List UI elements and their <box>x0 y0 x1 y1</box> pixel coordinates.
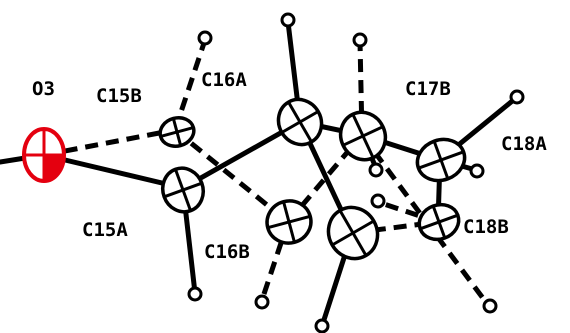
atom-c16a <box>276 97 324 147</box>
bond-o3-c15b <box>43 127 176 158</box>
atom-center <box>326 205 380 261</box>
bond-c17b-h-top <box>357 41 365 136</box>
atom-c18b <box>417 202 461 242</box>
label-c18b: C18B <box>463 216 509 238</box>
atom-c15a <box>161 166 205 214</box>
hydrogen-atom <box>482 298 498 314</box>
atom-c15b <box>158 116 196 148</box>
hydrogen-atom <box>254 294 270 310</box>
hydrogen-atom <box>352 32 368 48</box>
bond-o3-c15a <box>41 152 186 191</box>
hydrogen-atom <box>187 286 203 302</box>
atom-c16b <box>265 199 313 245</box>
atom-c17b <box>338 110 388 162</box>
hydrogen-atom <box>370 193 386 209</box>
hydrogen-atom <box>368 162 384 178</box>
hydrogen-atoms <box>187 12 525 333</box>
bond-c16b-h-bottom <box>259 221 291 301</box>
label-c17b: C17B <box>405 78 451 100</box>
atom-o3 <box>22 127 66 183</box>
atom-labels: O3 C15B C16A C17B C18A C15A C16B C18B <box>32 69 547 263</box>
label-c18a: C18A <box>501 133 547 155</box>
label-c16a: C16A <box>201 69 247 91</box>
bond-c15b-c16b <box>173 128 290 224</box>
label-c16b: C16B <box>204 241 250 263</box>
hydrogen-atom <box>197 30 213 46</box>
label-c15b: C15B <box>96 85 142 107</box>
label-o3: O3 <box>32 78 55 100</box>
bond-c15b-h-top <box>172 39 208 131</box>
hydrogen-atom <box>509 89 525 105</box>
atom-c18a <box>415 137 467 183</box>
hydrogen-atom <box>314 318 330 333</box>
hydrogen-atom <box>280 12 296 28</box>
label-c15a: C15A <box>82 219 128 241</box>
hydrogen-atom <box>469 163 485 179</box>
